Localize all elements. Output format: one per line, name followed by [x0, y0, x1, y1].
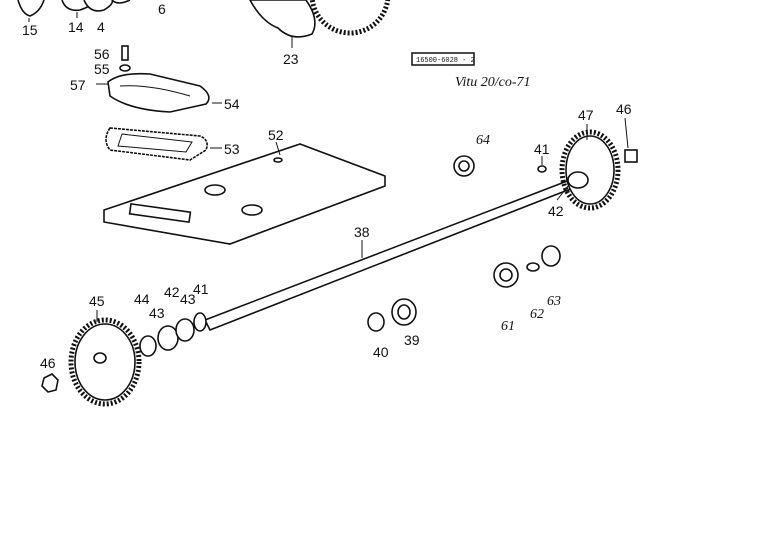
label-61: 61: [501, 319, 515, 334]
label-63: 63: [547, 294, 561, 309]
label-41-right: 41: [534, 141, 550, 157]
label-55: 55: [94, 61, 110, 77]
label-56: 56: [94, 46, 110, 62]
label-54: 54: [224, 96, 240, 112]
label-4: 4: [97, 19, 105, 35]
label-41-left: 41: [193, 281, 209, 297]
label-42-left: 42: [164, 284, 180, 300]
label-39: 39: [404, 332, 420, 348]
top-parts-cluster: [17, 0, 391, 48]
gear-right: [537, 117, 638, 211]
label-45: 45: [89, 293, 105, 309]
label-43-b: 43: [180, 291, 196, 307]
drawing-number-stamp: [411, 52, 475, 66]
label-6: 6: [158, 1, 166, 17]
label-14: 14: [68, 19, 84, 35]
handwritten-note: Vitu 20/co-71: [455, 75, 531, 90]
loose-parts: [367, 155, 561, 332]
label-40: 40: [373, 344, 389, 360]
label-42-right: 42: [548, 203, 564, 219]
base-plate: [103, 141, 386, 245]
cover-assembly: [96, 45, 222, 161]
label-62: 62: [530, 307, 544, 322]
label-64: 64: [476, 133, 490, 148]
label-44: 44: [134, 291, 150, 307]
label-46-right: 46: [616, 101, 632, 117]
part-labels: 15 14 4 6 23 56 55 57 54 53 52 64 41 47 …: [22, 1, 632, 371]
label-23: 23: [283, 51, 299, 67]
gear-left: [41, 310, 207, 407]
label-38: 38: [354, 224, 370, 240]
label-15: 15: [22, 22, 38, 38]
stamp-text: 16500-6028 - 2: [416, 57, 475, 65]
label-46-left: 46: [40, 355, 56, 371]
label-53: 53: [224, 141, 240, 157]
label-52: 52: [268, 127, 284, 143]
label-57: 57: [70, 77, 86, 93]
label-47: 47: [578, 107, 594, 123]
label-43-a: 43: [149, 305, 165, 321]
